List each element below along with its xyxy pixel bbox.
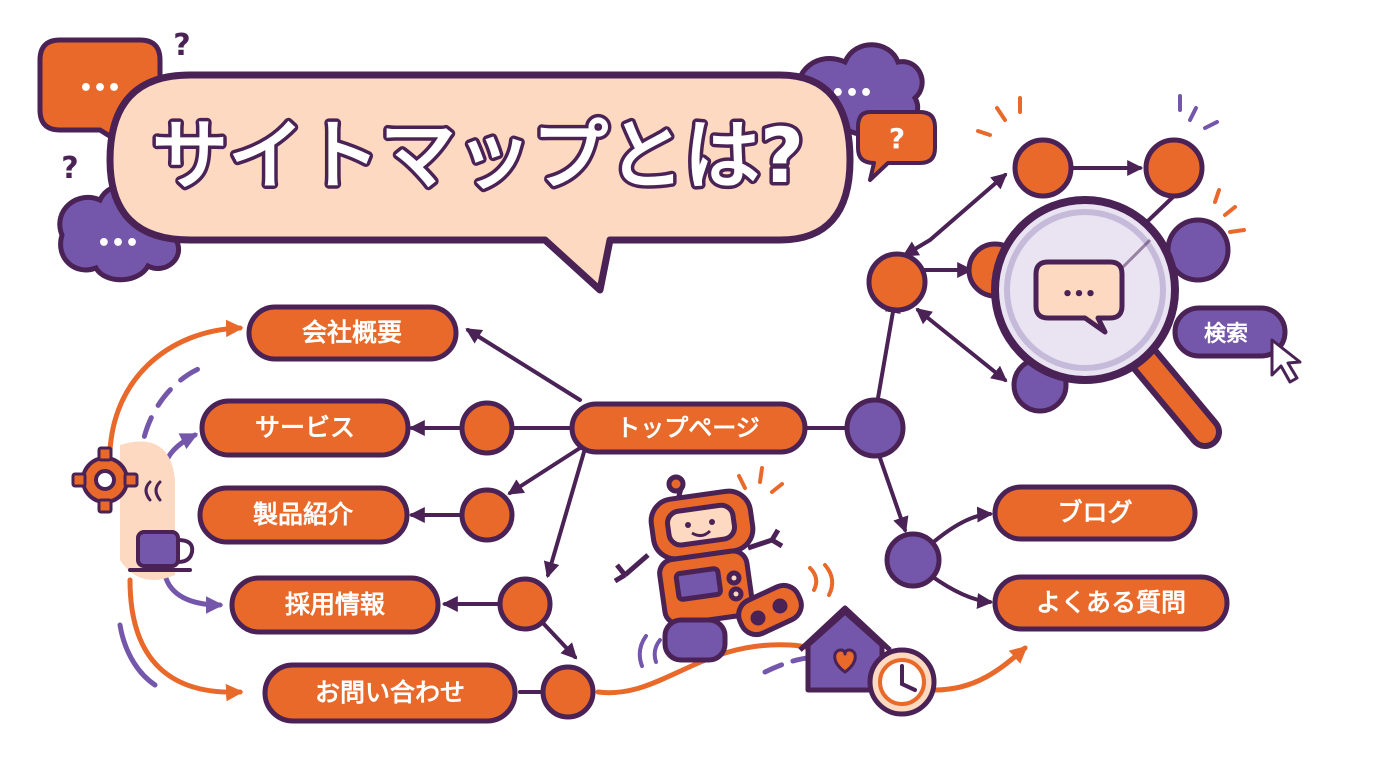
bubble-ellipsis: ••• [79,76,121,101]
tree-dot [497,576,553,632]
node-label: ブログ [1057,498,1132,527]
clock-icon [867,647,937,717]
tree-connectors [408,160,1192,694]
node-label: 採用情報 [285,590,386,619]
node-label: 会社概要 [302,318,402,347]
node-label: サービス [255,413,355,442]
node-company[interactable]: 会社概要 [246,304,459,362]
tree-dot [1143,137,1205,199]
node-top-page[interactable]: トップページ [569,401,808,455]
node-service[interactable]: サービス [199,398,411,458]
magnifier-icon: ••• [991,196,1222,449]
tree-dot [459,400,515,456]
node-blog[interactable]: ブログ [992,484,1198,542]
node-contact[interactable]: お問い合わせ [262,662,518,724]
title-bubble: サイトマップとは? [106,71,854,294]
tree-dot [884,531,942,589]
tree-dot [459,487,515,543]
node-label: 製品紹介 [252,500,354,529]
page-title: サイトマップとは? [152,111,804,200]
question-bubble-icon: ? [856,110,937,182]
question-mark-icon: ? [173,28,190,63]
cloud-ellipsis: ••• [97,231,139,256]
tree-dot [844,397,906,459]
node-recruit[interactable]: 採用情報 [229,575,441,635]
question-mark: ? [889,122,905,155]
gear-icon [71,446,139,514]
chat-bubble-icon-lens: ••• [1033,259,1125,335]
search-label: 検索 [1204,322,1248,347]
tree-dot [866,251,928,313]
node-label: トップページ [616,414,760,442]
node-products[interactable]: 製品紹介 [197,485,410,545]
bubble-ellipsis: ••• [1062,284,1097,305]
search-badge[interactable]: 検索 [1172,305,1288,359]
coffee-cup-icon [128,480,195,572]
question-mark-icon: ? [61,151,78,186]
node-faq[interactable]: よくある質問 [992,574,1230,632]
tree-dot [1012,137,1074,199]
sparkle-marks [637,94,1246,668]
node-label: よくある質問 [1036,588,1186,617]
node-label: お問い合わせ [315,678,465,707]
tree-dot [540,664,596,720]
workspace-decor [71,441,195,580]
robot-icon [613,474,804,663]
cursor-icon [1270,338,1302,384]
